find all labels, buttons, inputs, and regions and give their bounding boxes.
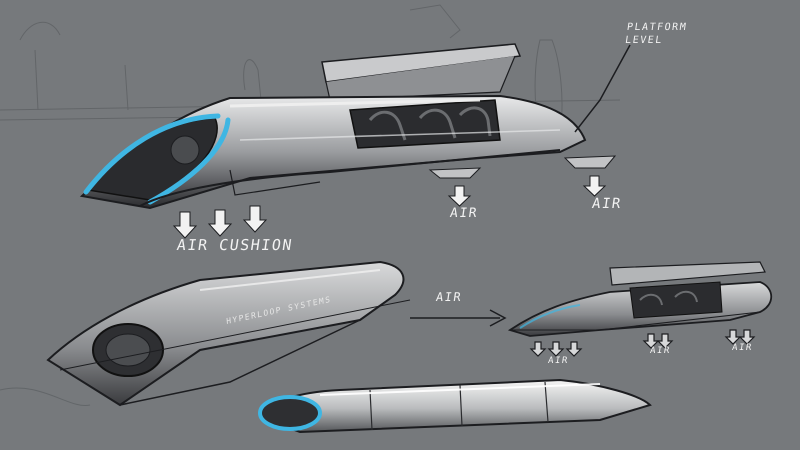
air-cushion-label: AIR CUSHION — [175, 236, 295, 254]
air-label: AIR — [590, 196, 623, 212]
air-cushion-arrows — [172, 205, 268, 239]
air-arrows-right — [447, 175, 607, 207]
right-capsule-sketch — [507, 261, 773, 337]
platform-level-label: PLATFORM LEVEL — [624, 22, 688, 46]
air-flow-arrow — [410, 309, 507, 327]
air-label: AIR — [448, 206, 480, 221]
small-air-arrows — [529, 329, 756, 357]
air-label-small: AIR — [547, 356, 570, 366]
air-label-small: AIR — [731, 343, 754, 353]
main-capsule-sketch — [79, 43, 631, 210]
air-label-small: AIR — [649, 346, 672, 356]
side-capsule-sketch — [46, 260, 411, 407]
air-flow-label: AIR — [435, 290, 464, 304]
tube-capsule-sketch — [258, 378, 652, 434]
